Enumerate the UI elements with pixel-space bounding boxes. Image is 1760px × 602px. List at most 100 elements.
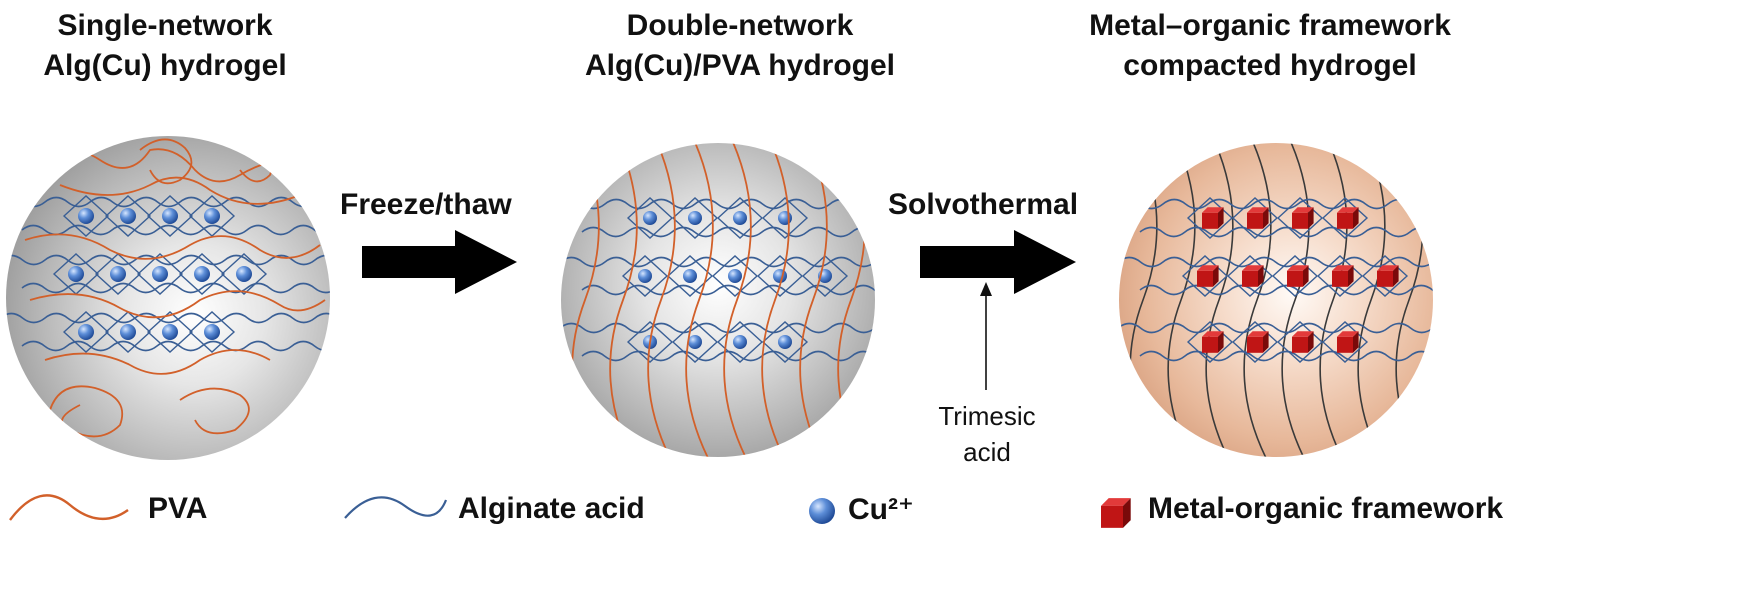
alginate-pocket [104, 311, 152, 353]
cu-ion [643, 211, 657, 225]
alginate-chain-lower [1139, 350, 1433, 362]
pva-chain [1167, 143, 1196, 457]
pva-chain [799, 143, 828, 457]
alginate-pocket [188, 195, 236, 237]
mof-cube-side [1353, 207, 1359, 229]
mof-cube-front [1332, 270, 1348, 287]
legend-mof-cube-side [1123, 498, 1131, 528]
panel-title-line: Alg(Cu)/PVA hydrogel [585, 49, 895, 82]
mof-cube-front [1202, 212, 1218, 229]
alginate-pocket [94, 253, 142, 295]
alginate-pocket [178, 253, 226, 295]
pva-chain [59, 176, 301, 205]
mof-cube-top [1197, 265, 1219, 271]
pva-chain [1357, 143, 1386, 457]
pva-chain [1243, 143, 1272, 457]
alginate-chain-upper [6, 254, 330, 266]
alginate-chain-lower [581, 226, 875, 238]
panel-title-double-network: Double-network Alg(Cu)/PVA hydrogel [540, 6, 940, 86]
cu-ion [78, 208, 94, 224]
cu-ion [204, 208, 220, 224]
mof-cube-front [1242, 270, 1258, 287]
panel-title-mof-hydrogel: Metal–organic framework compacted hydrog… [1050, 6, 1490, 86]
mof-cube-side [1308, 331, 1314, 353]
pva-chain [685, 143, 714, 457]
pva-chain [1205, 143, 1234, 457]
mof-cube-top [1332, 265, 1354, 271]
pva-chain [139, 138, 193, 185]
alginate-chain-lower [21, 282, 330, 294]
sphere-mof-hydrogel [1119, 143, 1433, 457]
pva-chain-icon [9, 494, 129, 521]
cu-ion [204, 324, 220, 340]
alginate-pocket [136, 253, 184, 295]
cu-ion [120, 208, 136, 224]
panel-title-line: Double-network [626, 9, 854, 42]
cu-ion [78, 324, 94, 340]
mof-cube-top [1247, 207, 1269, 213]
alginate-chain-icon [344, 496, 448, 519]
mof-cube-icon [1101, 498, 1131, 528]
panel-title-single-network: Single-network Alg(Cu) hydrogel [0, 6, 330, 86]
mof-cube-top [1377, 265, 1399, 271]
pva-chain [609, 143, 638, 457]
alginate-pocket [62, 311, 110, 353]
alginate-pocket [801, 255, 849, 297]
alginate-chain-upper [6, 196, 330, 208]
cu-ion [688, 211, 702, 225]
cu-ion [778, 211, 792, 225]
arrow-solvothermal [920, 230, 1076, 294]
mof-cube-front [1337, 212, 1353, 229]
step-label-solvothermal: Solvothermal [888, 188, 1079, 221]
panel-title-line: compacted hydrogel [1123, 49, 1417, 82]
reagent-line: acid [963, 437, 1011, 467]
cu-ion [683, 269, 697, 283]
mof-cube-front [1292, 212, 1308, 229]
mof-cube-top [1287, 265, 1309, 271]
cu-ion [778, 335, 792, 349]
mof-cube-top [1242, 265, 1264, 271]
cu-ion-icon [809, 498, 835, 524]
cu-ion [162, 208, 178, 224]
reagent-arrow [980, 282, 992, 390]
cu-ion [733, 335, 747, 349]
mof-cube-top [1247, 331, 1269, 337]
alginate-chain-lower [21, 224, 330, 236]
mof-cube-side [1348, 265, 1354, 287]
mof-cube-side [1393, 265, 1399, 287]
panel-title-line: Alg(Cu) hydrogel [43, 49, 287, 82]
alginate-pocket [761, 321, 809, 363]
cu-ion [638, 269, 652, 283]
alginate-pocket [1361, 255, 1409, 297]
alginate-pocket [1321, 321, 1369, 363]
reagent-line: Trimesic [938, 401, 1036, 431]
mof-cube-front [1377, 270, 1393, 287]
mof-cube-front [1197, 270, 1213, 287]
cu-ion [162, 324, 178, 340]
mof-cube-top [1337, 207, 1359, 213]
alginate-pocket [1321, 197, 1369, 239]
mof-cube-front [1202, 336, 1218, 353]
alginate-pocket [146, 195, 194, 237]
legend-mof-cube-front [1101, 505, 1123, 528]
mof-cube-front [1287, 270, 1303, 287]
mof-cube-top [1292, 207, 1314, 213]
cu-ion [194, 266, 210, 282]
mof-cube-front [1247, 212, 1263, 229]
pva-chain [44, 349, 271, 375]
mof-cube-side [1218, 331, 1224, 353]
mof-cube-side [1353, 331, 1359, 353]
alginate-chain-upper [1119, 256, 1433, 268]
pva-chain [647, 143, 676, 457]
step-label-freeze-thaw: Freeze/thaw [340, 188, 512, 221]
alginate-pocket [761, 197, 809, 239]
legend-label-pva: PVA [148, 492, 208, 525]
cu-ion [773, 269, 787, 283]
alginate-pocket [104, 195, 152, 237]
pva-chain [179, 387, 250, 435]
alginate-chain-lower [1139, 284, 1433, 296]
mof-cube-side [1263, 331, 1269, 353]
alginate-chain-upper [1119, 322, 1433, 334]
arrow-freeze-thaw [362, 230, 517, 294]
